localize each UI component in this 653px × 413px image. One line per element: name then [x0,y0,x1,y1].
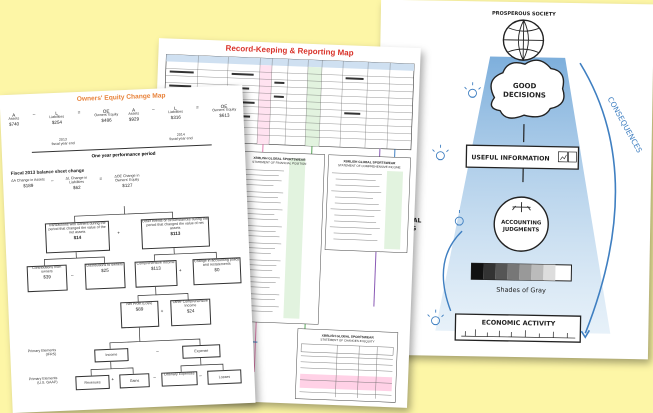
other-comprehensive-box: Other Comprehensive Income $24 [170,299,211,327]
ordinary-expenses-box: Ordinary Expenses [161,371,198,386]
statement-changes-in-equity: XBRLISH GLOBAL SPORTSWEAR STATEMENT OF C… [295,329,398,403]
prosperous-society-label: PROSPEROUS SOCIETY [492,11,556,18]
accounting-change-box: Change in accounting policy and restatem… [192,257,241,285]
other-events-box: Other events or circumstances during the… [141,217,210,250]
primary-gaap-label: Primary Elements (U.S. GAAP) [23,377,57,386]
income-box: Income [94,348,129,362]
economic-activity-label: ECONOMIC ACTIVITY [482,318,556,327]
net-profit-box: Net Profit (Loss) $89 [120,301,159,329]
gains-box: Gains [119,373,150,388]
globe-icon [503,20,544,61]
distributions-box: Distributions to owners $25 [85,262,126,290]
transactions-box: Transactions with owners during the peri… [45,221,110,254]
contributions-box: Contributions from owners $39 [27,265,68,293]
primary-ifrs-label: Primary Elements (IFRS) [22,349,56,358]
revenues-box: Revenues [75,375,110,390]
losses-box: Losses [207,369,242,384]
tree-connectors [0,85,256,413]
accounting-judgments-label: ACCOUNTINGJUDGMENTS [501,220,542,234]
useful-information-label: USEFUL INFORMATION [471,154,549,162]
chart-icon [558,152,576,162]
statement-comprehensive-income: XBRLISH GLOBAL SPORTSWEAR STATEMENT OF C… [325,155,411,253]
shades-of-gray-label: Shades of Gray [496,286,546,295]
comprehensive-income-box: Comprehensive Income $113 [135,260,178,288]
shades-of-gray-bar [471,263,571,281]
expense-box: Expense [182,344,221,359]
